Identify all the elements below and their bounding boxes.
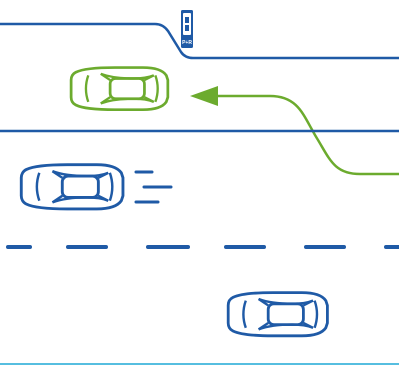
route-arrow-icon <box>190 86 399 176</box>
blue-car-bottom-icon <box>226 291 329 338</box>
blue-car-left-icon <box>19 163 125 211</box>
parking-sign-label: P+R <box>182 40 192 46</box>
parking-sign-icon: P+R <box>181 10 193 48</box>
green-car-icon <box>69 66 170 112</box>
speed-lines-icon <box>134 170 173 204</box>
top-road-edge <box>0 22 399 60</box>
